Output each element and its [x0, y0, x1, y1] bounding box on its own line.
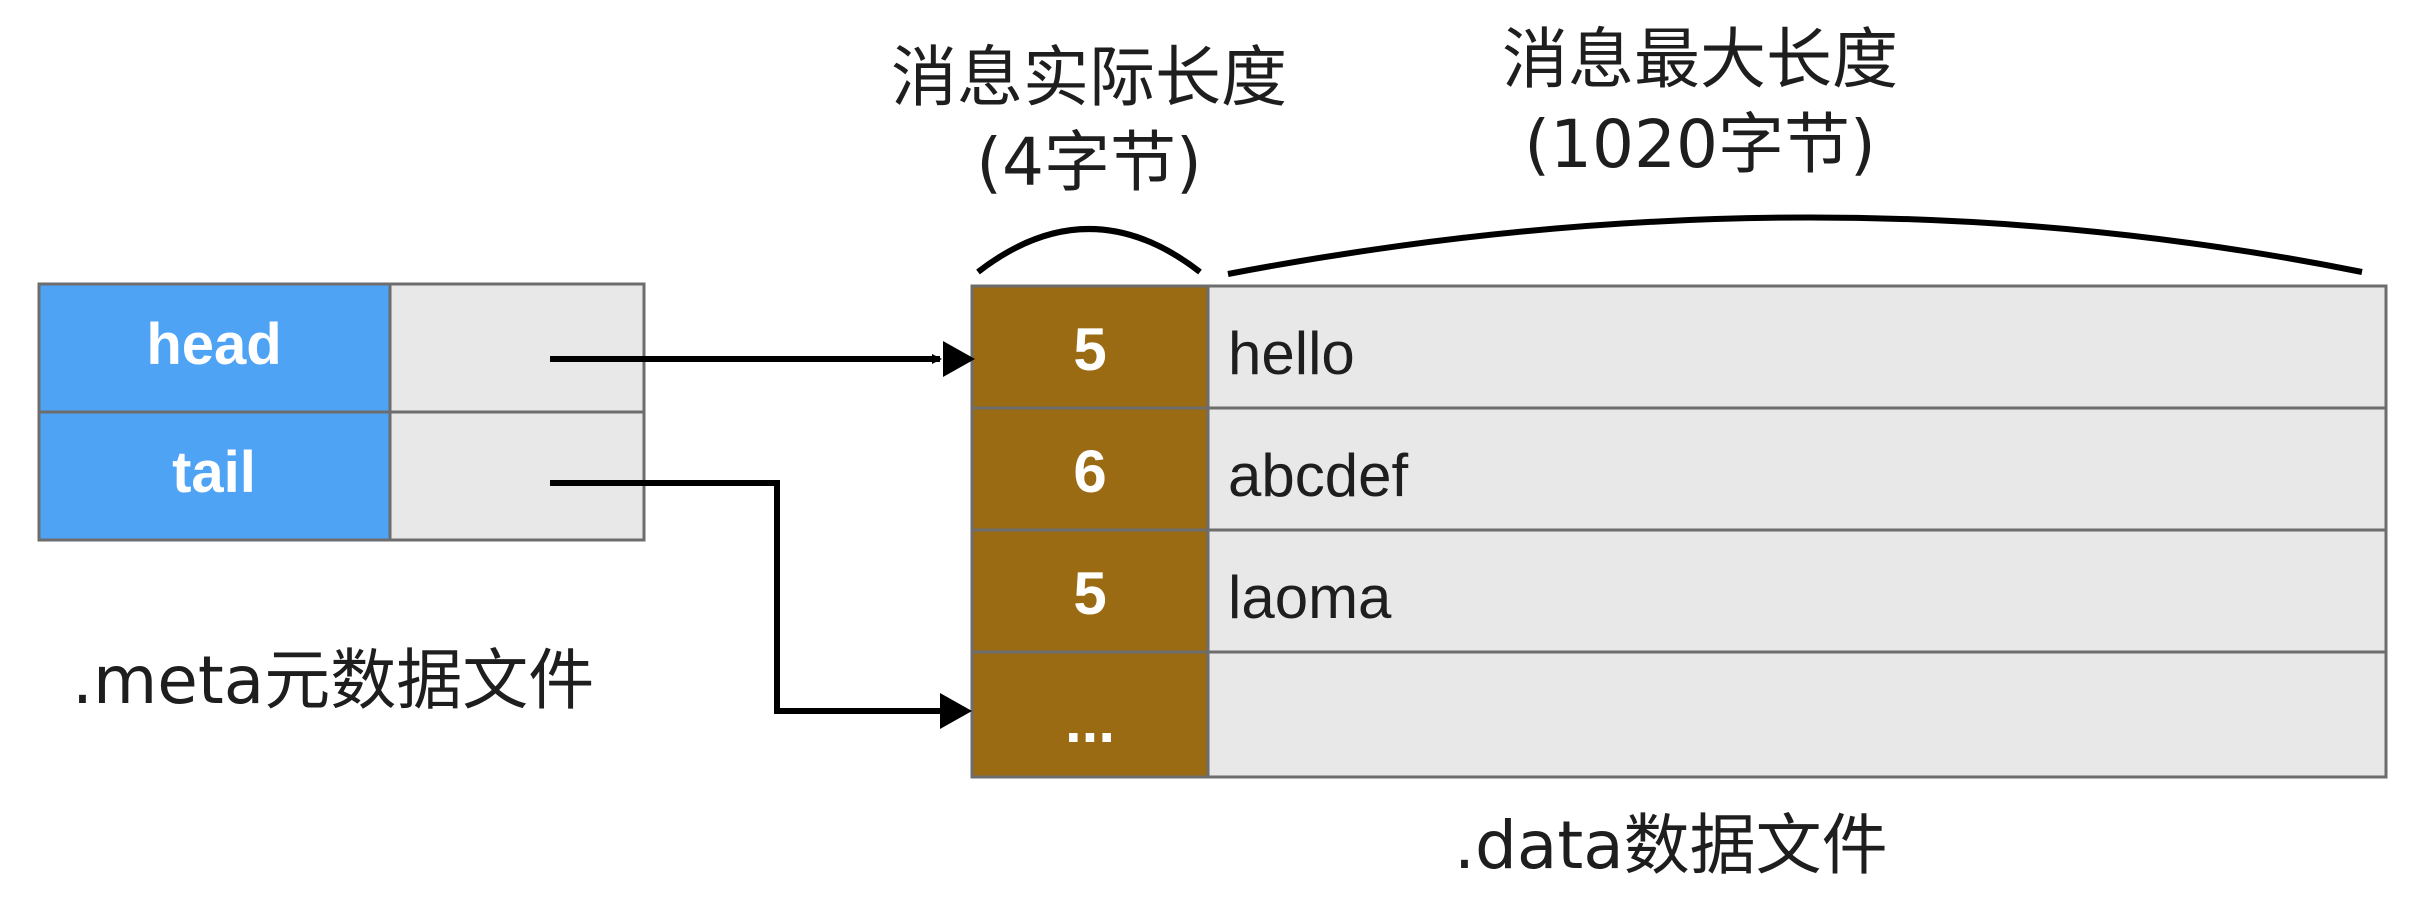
data-row-2-message-cell [1206, 406, 2388, 532]
max-length-header-line1: 消息最大长度 [1502, 21, 1898, 98]
data-row-3-message: laoma [1228, 564, 1392, 631]
data-row-1-message: hello [1228, 320, 1355, 387]
length-header-line2: (4字节) [976, 124, 1202, 201]
data-table: 5 hello 6 abcdef 5 laoma ... [970, 284, 2388, 779]
length-header-brace [976, 226, 1202, 275]
meta-file-caption: .meta元数据文件 [72, 642, 594, 719]
data-row-4-length: ... [1065, 688, 1115, 755]
max-length-header-brace [1227, 214, 2363, 277]
data-row-2-message: abcdef [1228, 442, 1408, 509]
data-row-1-length: 5 [1073, 316, 1106, 383]
data-row-1-length-cell [970, 284, 1210, 410]
meta-table: head tail [37, 282, 646, 542]
tail-arrowhead [940, 693, 972, 729]
length-header-line1: 消息实际长度 [891, 39, 1287, 116]
head-arrowhead [943, 341, 975, 377]
data-row-3-length: 5 [1073, 560, 1106, 627]
meta-head-key-cell [37, 282, 392, 414]
data-row-2-length: 6 [1073, 438, 1106, 505]
meta-tail-key-cell [37, 410, 392, 542]
tail-pointer-arrow [550, 480, 960, 716]
meta-tail-key-label: tail [172, 440, 256, 505]
data-row-4-length-cell [970, 650, 1210, 779]
data-row-1-message-cell [1206, 284, 2388, 410]
meta-head-key-label: head [146, 312, 281, 377]
data-row-3-length-cell [970, 528, 1210, 654]
max-length-header-line2: (1020字节) [1524, 106, 1875, 183]
meta-head-pointer-cell [388, 282, 646, 414]
meta-tail-pointer-cell [388, 410, 646, 542]
data-row-4-message-cell [1206, 650, 2388, 779]
data-file-caption: .data数据文件 [1454, 807, 1888, 884]
